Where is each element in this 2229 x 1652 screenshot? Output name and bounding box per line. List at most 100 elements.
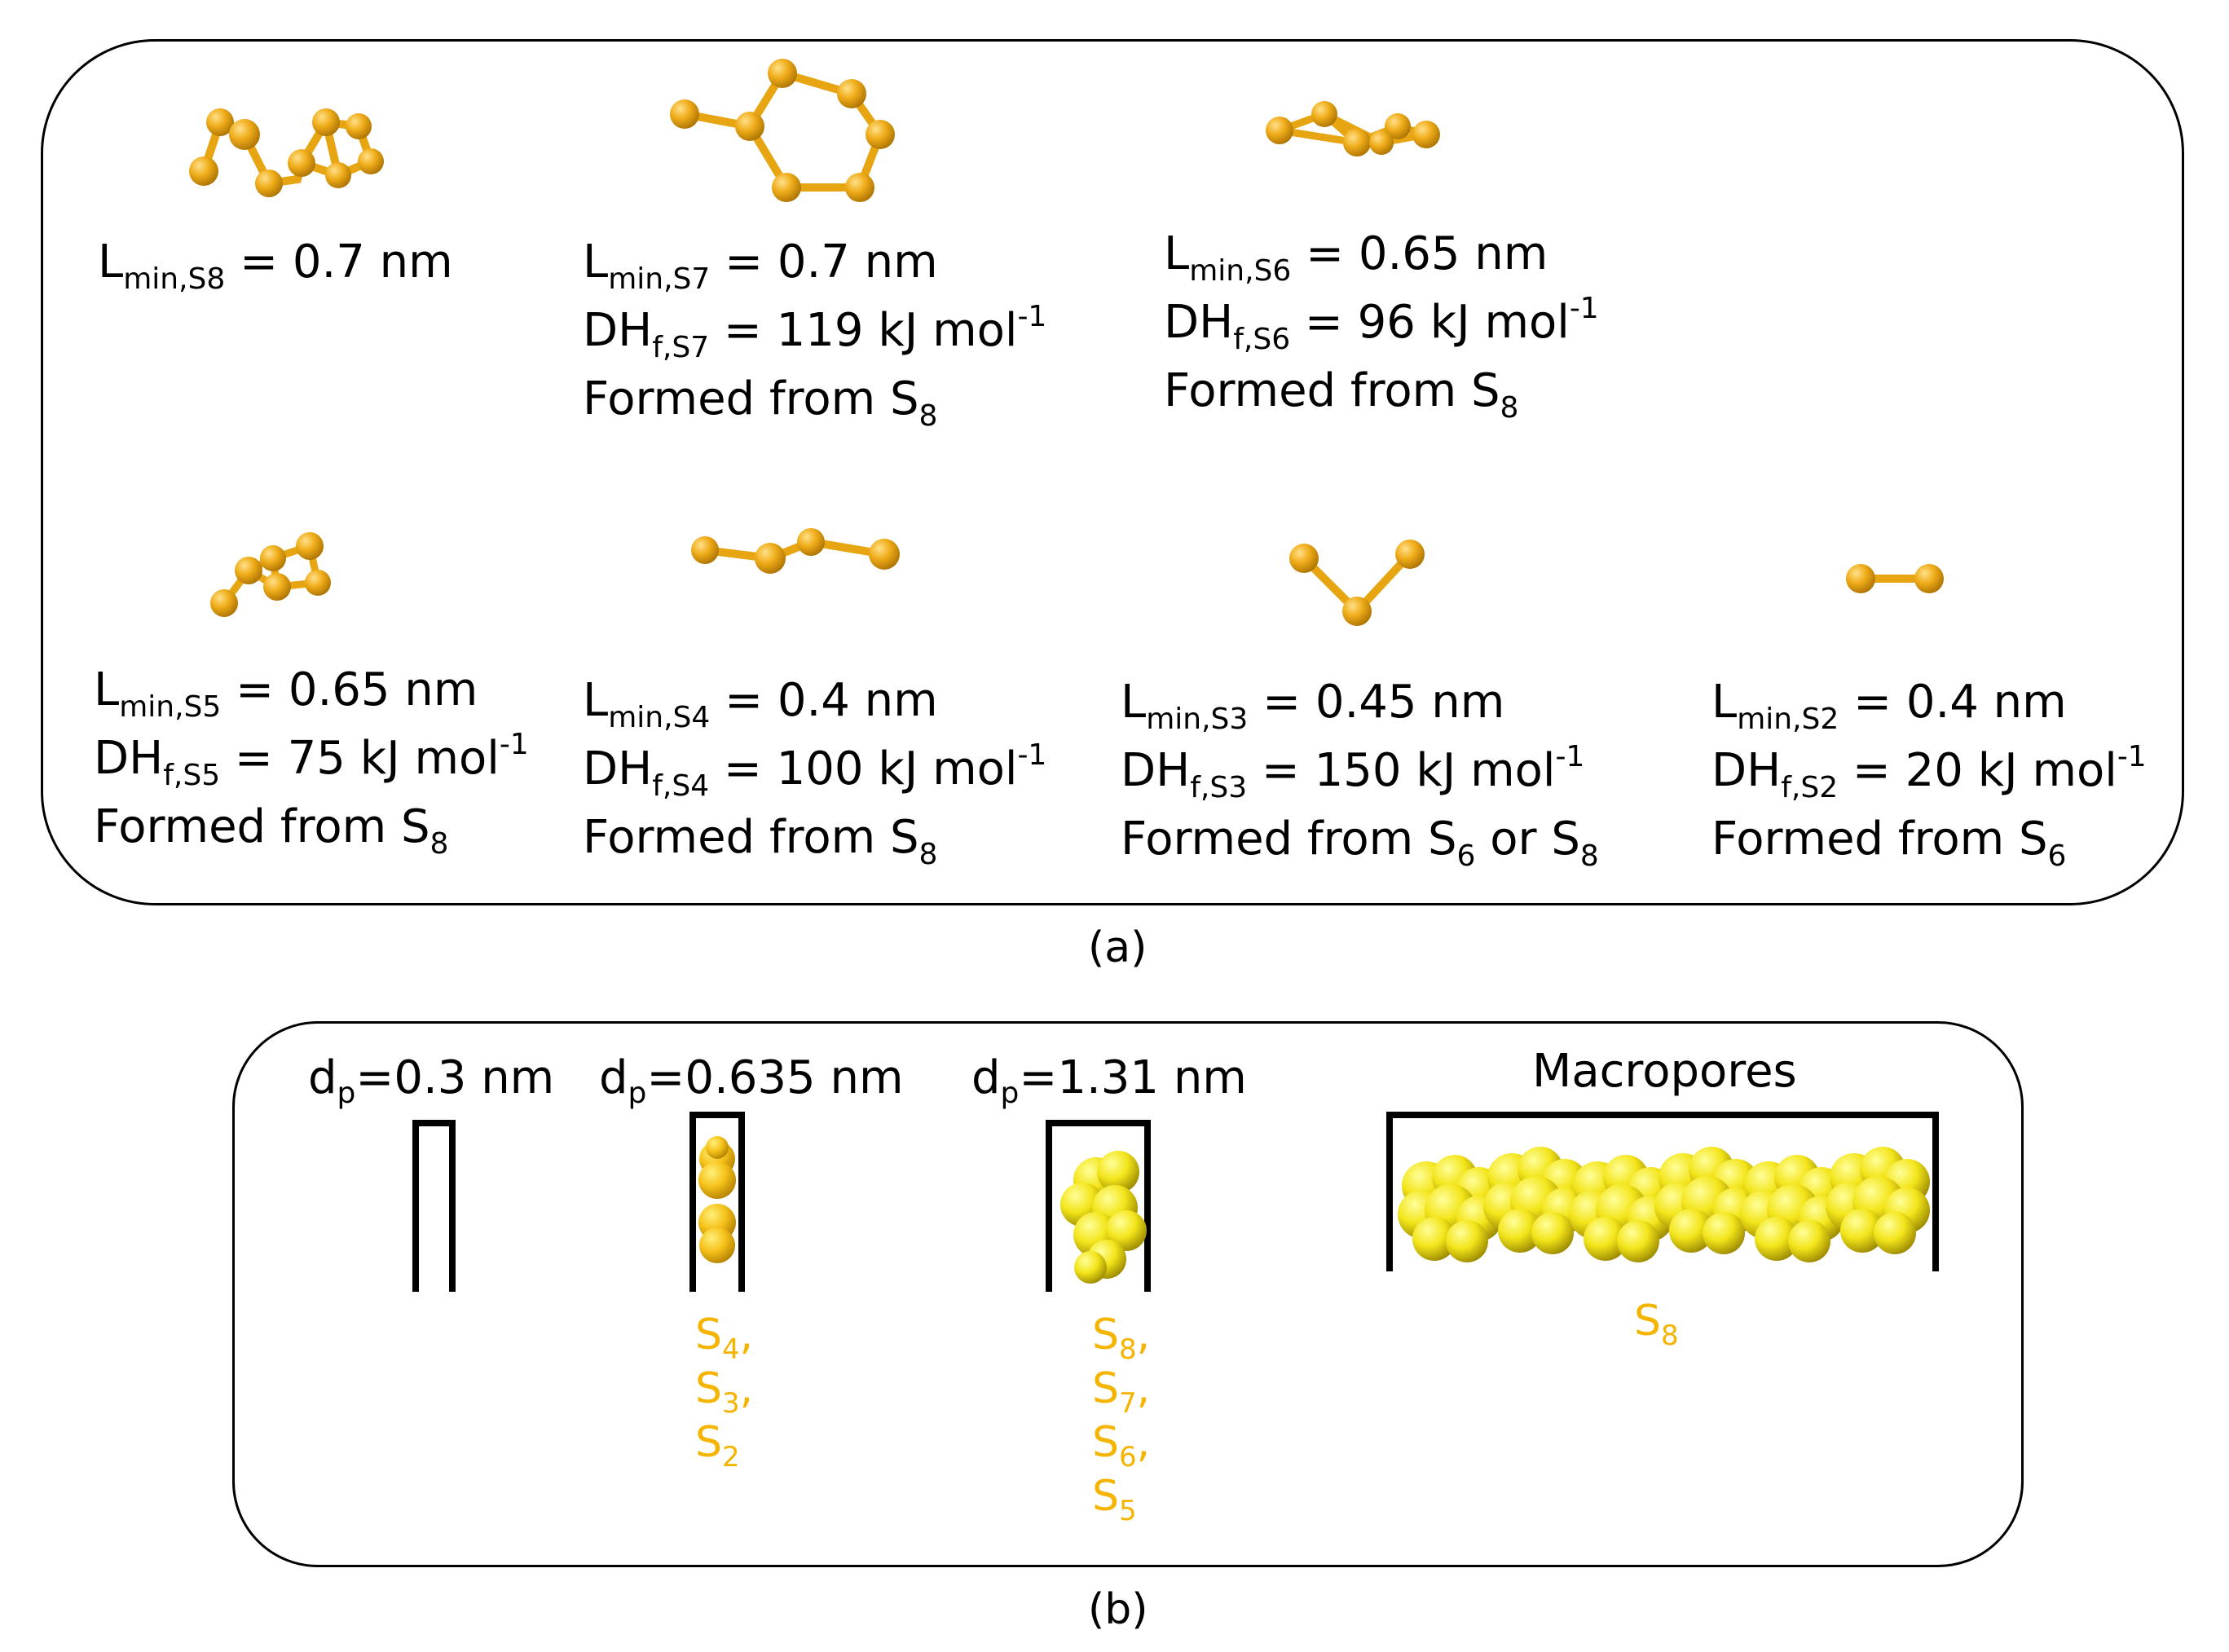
formed-subscript: 6 <box>2047 839 2067 873</box>
species-symbol: S <box>695 1311 723 1359</box>
subscript: f,S3 <box>1190 771 1248 804</box>
symbol: DH <box>1711 744 1782 797</box>
species-symbol: S <box>1634 1297 1662 1346</box>
s2-line-2: Formed from S6 <box>1711 805 2147 874</box>
superscript: -1 <box>2117 740 2147 773</box>
symbol: DH <box>1164 296 1234 349</box>
species-symbol: S <box>1092 1364 1120 1413</box>
symbol: L <box>583 674 609 727</box>
macropore-sphere <box>1617 1220 1659 1262</box>
macropore-sphere <box>1584 1217 1628 1261</box>
s8-molecule-icon <box>189 108 384 197</box>
s7-molecule-icon <box>670 59 895 202</box>
formed-text: Formed from S <box>583 372 919 425</box>
species-symbol: S <box>1092 1311 1120 1359</box>
s6-line-0: Lmin,S6 = 0.65 nm <box>1164 220 1599 289</box>
species-comma: , <box>1136 1418 1151 1467</box>
superscript: -1 <box>1017 738 1047 772</box>
formed-text: Formed from S <box>94 800 430 853</box>
s6-line-2: Formed from S8 <box>1164 357 1599 425</box>
subscript: min,S5 <box>119 690 222 724</box>
symbol: L <box>1164 227 1190 280</box>
species-item: S5 <box>1092 1469 1150 1525</box>
species-item: S4, <box>695 1308 753 1363</box>
pore-0.635nm-wall <box>689 1112 745 1292</box>
value: = 0.7 nm <box>710 236 938 289</box>
formed-text: Formed from S <box>1164 364 1500 417</box>
macropore-sphere <box>1840 1209 1884 1253</box>
formed-text: or S <box>1475 813 1580 866</box>
s6-molecule-icon <box>1266 101 1440 156</box>
subscript: min,S6 <box>1189 254 1292 288</box>
s2-line-1: DHf,S2 = 20 kJ mol-1 <box>1711 737 2147 805</box>
value: = 0.4 nm <box>710 674 938 727</box>
pore-1.31nm-label: dp=1.31 nm <box>971 1051 1247 1108</box>
formed-subscript: 6 <box>1456 839 1476 873</box>
formed-text: Formed from S <box>1121 813 1457 866</box>
symbol: L <box>94 663 120 716</box>
macropore-sphere <box>1446 1220 1488 1262</box>
macropore-sphere <box>1498 1209 1542 1253</box>
species-comma: , <box>739 1364 754 1413</box>
value: = 100 kJ mol <box>709 742 1018 795</box>
species-comma: , <box>1136 1364 1151 1413</box>
panel-b-caption: (b) <box>1088 1585 1148 1634</box>
species-subscript: 5 <box>1119 1495 1137 1527</box>
subscript: f,S2 <box>1781 771 1839 804</box>
s3-line-0: Lmin,S3 = 0.45 nm <box>1121 668 1599 737</box>
macropore-sphere <box>1703 1212 1745 1254</box>
s2-line-0: Lmin,S2 = 0.4 nm <box>1711 668 2147 737</box>
value: = 0.65 nm <box>1291 227 1548 280</box>
species-symbol: S <box>1092 1472 1120 1521</box>
subscript: f,S7 <box>652 331 710 364</box>
species-subscript: 7 <box>1119 1387 1137 1420</box>
label-subscript: p <box>337 1077 356 1110</box>
superscript: -1 <box>1569 292 1599 325</box>
macropore-sphere <box>1669 1209 1713 1253</box>
superscript: -1 <box>499 728 529 761</box>
s4-line-1: DHf,S4 = 100 kJ mol-1 <box>583 735 1046 804</box>
formed-subscript: 8 <box>1500 391 1519 425</box>
subscript: min,S4 <box>608 701 711 734</box>
subscript: f,S6 <box>1233 323 1291 356</box>
value: = 150 kJ mol <box>1247 744 1556 797</box>
s4-line-0: Lmin,S4 = 0.4 nm <box>583 667 1046 735</box>
s7-line-1: DHf,S7 = 119 kJ mol-1 <box>583 297 1046 365</box>
subscript: f,S5 <box>163 759 221 792</box>
macropore-sphere <box>1755 1217 1799 1261</box>
species-comma: , <box>1136 1311 1151 1359</box>
formed-subscript: 8 <box>1579 839 1599 873</box>
value: = 75 kJ mol <box>220 732 500 785</box>
species-symbol: S <box>1092 1418 1120 1467</box>
macropores-label: Macropores <box>1532 1045 1797 1099</box>
value: = 0.45 nm <box>1248 676 1505 729</box>
formed-subscript: 8 <box>430 827 449 861</box>
value: = 119 kJ mol <box>709 304 1018 357</box>
macropore-sphere <box>1874 1212 1916 1254</box>
macropore-sphere <box>1412 1217 1456 1261</box>
label-subscript: p <box>1000 1077 1020 1110</box>
s6-line-1: DHf,S6 = 96 kJ mol-1 <box>1164 289 1599 357</box>
pore-0.635nm-label: dp=0.635 nm <box>599 1051 904 1108</box>
label-text: d <box>599 1051 628 1104</box>
s3-molecule-icon <box>1289 540 1425 626</box>
subscript: min,S3 <box>1146 703 1249 736</box>
symbol: DH <box>583 742 653 795</box>
species-symbol: S <box>695 1418 723 1467</box>
label-value: =0.3 nm <box>355 1051 555 1104</box>
symbol: L <box>1121 676 1147 729</box>
s5-line-0: Lmin,S5 = 0.65 nm <box>94 656 529 725</box>
label-value: =0.635 nm <box>646 1051 904 1104</box>
s7-line-2: Formed from S8 <box>583 365 1046 434</box>
label-text: Macropores <box>1532 1045 1797 1098</box>
subscript: min,S2 <box>1737 703 1839 736</box>
label-value: =1.31 nm <box>1019 1051 1247 1104</box>
symbol: DH <box>94 732 164 785</box>
species-subscript: 2 <box>722 1441 740 1474</box>
macropore-sphere <box>1531 1212 1574 1254</box>
species-symbol: S <box>695 1364 723 1413</box>
